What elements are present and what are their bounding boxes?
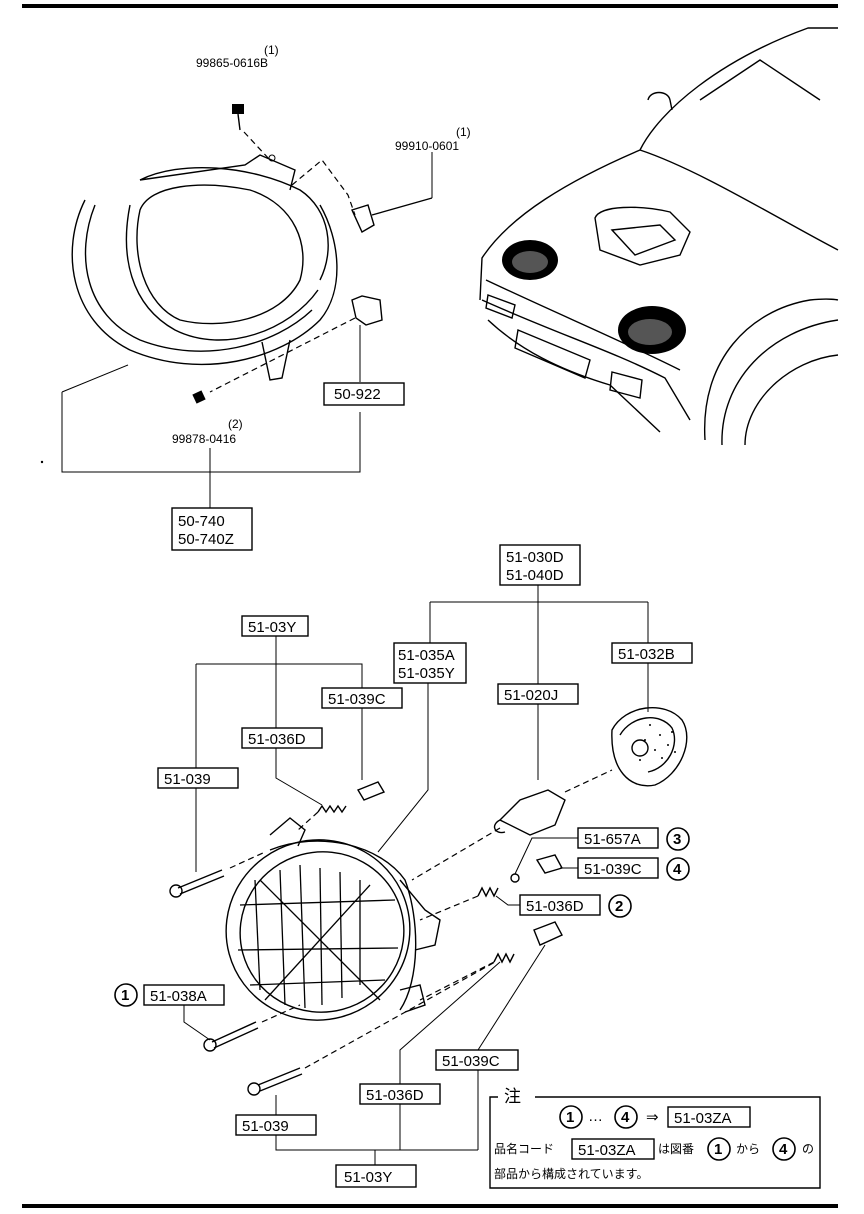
clip-qty: (1) <box>456 125 471 139</box>
marker-4-num: 4 <box>673 861 682 878</box>
note2-marker-1 <box>707 1137 731 1161</box>
garnish-label-2: 50-740Z <box>178 531 234 548</box>
adjuster-upper-drawing <box>356 781 386 801</box>
note-box: 注 1 … 4 ⇒ 51-03ZA 品名コード 51-03ZA は図番 1 から… <box>489 1087 821 1189</box>
screw-bottom-code: 99878-0416 <box>172 432 236 446</box>
spring-upper-label: 51-036D <box>248 731 306 748</box>
note-kit-code-2: 51-03ZA <box>578 1142 636 1159</box>
note-arrow: ⇒ <box>646 1108 659 1126</box>
note-title: 注 <box>504 1087 521 1107</box>
note-line2-a: 品名コード <box>494 1141 554 1156</box>
spring-lower-label: 51-036D <box>366 1087 424 1104</box>
adjuster-lower-drawing <box>533 921 563 946</box>
screw-upper-drawing <box>169 869 225 898</box>
bulb-drawing <box>493 789 566 836</box>
bracket-label: 50-922 <box>334 386 381 403</box>
socket-drawing <box>611 706 688 787</box>
socket-label-box <box>611 642 693 664</box>
clip-drawing <box>351 197 433 233</box>
note2-marker-1-num: 1 <box>714 1141 722 1158</box>
top-rule <box>22 4 838 8</box>
assembly-label-2: 51-040D <box>506 567 564 584</box>
lens-label-box <box>393 642 467 684</box>
marker-3-num: 3 <box>673 831 681 848</box>
note-line2-d: の <box>802 1142 814 1156</box>
note-line2-c: から <box>736 1142 760 1156</box>
note-kit-code-1: 51-03ZA <box>674 1110 732 1127</box>
socket-label: 51-032B <box>618 646 675 663</box>
note-marker-1 <box>559 1105 583 1129</box>
headlamp-unit-drawing <box>225 817 441 1021</box>
unit-lower-label-box <box>335 1164 417 1188</box>
bottom-screw-drawing <box>192 390 206 404</box>
spring-right-label: 51-036D <box>526 898 584 915</box>
screw-left-label: 51-038A <box>150 988 207 1005</box>
spring-upper-drawing <box>317 804 347 814</box>
adjuster-lower-label: 51-039C <box>442 1053 500 1070</box>
headlamp-cover-drawing <box>71 154 338 381</box>
top-screw-drawing <box>232 104 244 131</box>
adjuster-right-label: 51-039C <box>584 861 642 878</box>
note2-marker-4-num: 4 <box>779 1141 788 1158</box>
screw-lower-label: 51-039 <box>242 1118 289 1135</box>
note-kit-box-1 <box>667 1106 751 1128</box>
spring-right-drawing <box>477 886 499 898</box>
car-front-drawing <box>479 27 839 446</box>
screw-top-code: 99865-0616B <box>196 56 268 70</box>
screw-lower-drawing <box>247 1067 303 1096</box>
adjuster-right-drawing <box>535 854 564 874</box>
note-marker-1-num: 1 <box>566 1109 574 1126</box>
note-line3: 部品から構成されています。 <box>494 1166 648 1181</box>
garnish-label-1: 50-740 <box>178 513 225 530</box>
screw-top-qty: (1) <box>264 43 279 57</box>
screw-bottom-qty: (2) <box>228 417 243 431</box>
stray-dot <box>40 460 44 464</box>
adjuster-lower-label-box <box>435 1049 519 1071</box>
bottom-rule <box>22 1204 838 1208</box>
nut-label-box <box>577 827 659 849</box>
unit-upper-label: 51-03Y <box>248 619 296 636</box>
nut-drawing <box>510 873 520 883</box>
marker-4 <box>666 857 690 881</box>
garnish-label-box <box>171 507 253 551</box>
unit-lower-label: 51-03Y <box>344 1169 392 1186</box>
note-range-sep: … <box>588 1108 603 1125</box>
screw-upper-label-box <box>157 767 239 789</box>
nut-label: 51-657A <box>584 831 641 848</box>
marker-2 <box>608 894 632 918</box>
adjuster-right-label-box <box>577 857 659 879</box>
note-kit-box-2 <box>571 1138 655 1160</box>
spring-right-label-box <box>519 894 601 916</box>
spring-upper-label-box <box>241 727 323 749</box>
spring-lower-drawing <box>493 952 515 964</box>
note2-marker-4 <box>772 1137 796 1161</box>
marker-3 <box>666 827 690 851</box>
lens-label-2: 51-035Y <box>398 665 455 682</box>
assembly-label-box <box>499 544 581 586</box>
marker-1-top <box>114 983 138 1007</box>
unit-upper-label-box <box>241 615 309 637</box>
note-marker-4-num: 4 <box>621 1109 630 1126</box>
screw-left-drawing <box>203 1021 259 1052</box>
bulb-label: 51-020J <box>504 687 558 704</box>
adjuster-upper-label: 51-039C <box>328 691 386 708</box>
screw-upper-label: 51-039 <box>164 771 211 788</box>
marker-2-num: 2 <box>615 898 623 915</box>
note-marker-4 <box>614 1105 638 1129</box>
note-line2-b: は図番 <box>658 1142 694 1156</box>
lens-label-1: 51-035A <box>398 647 455 664</box>
clip-code: 99910-0601 <box>395 139 459 153</box>
marker-1-top-num: 1 <box>121 987 129 1004</box>
bracket-label-box <box>323 382 405 406</box>
assembly-label-1: 51-030D <box>506 549 564 566</box>
bracket-drawing <box>351 295 383 326</box>
